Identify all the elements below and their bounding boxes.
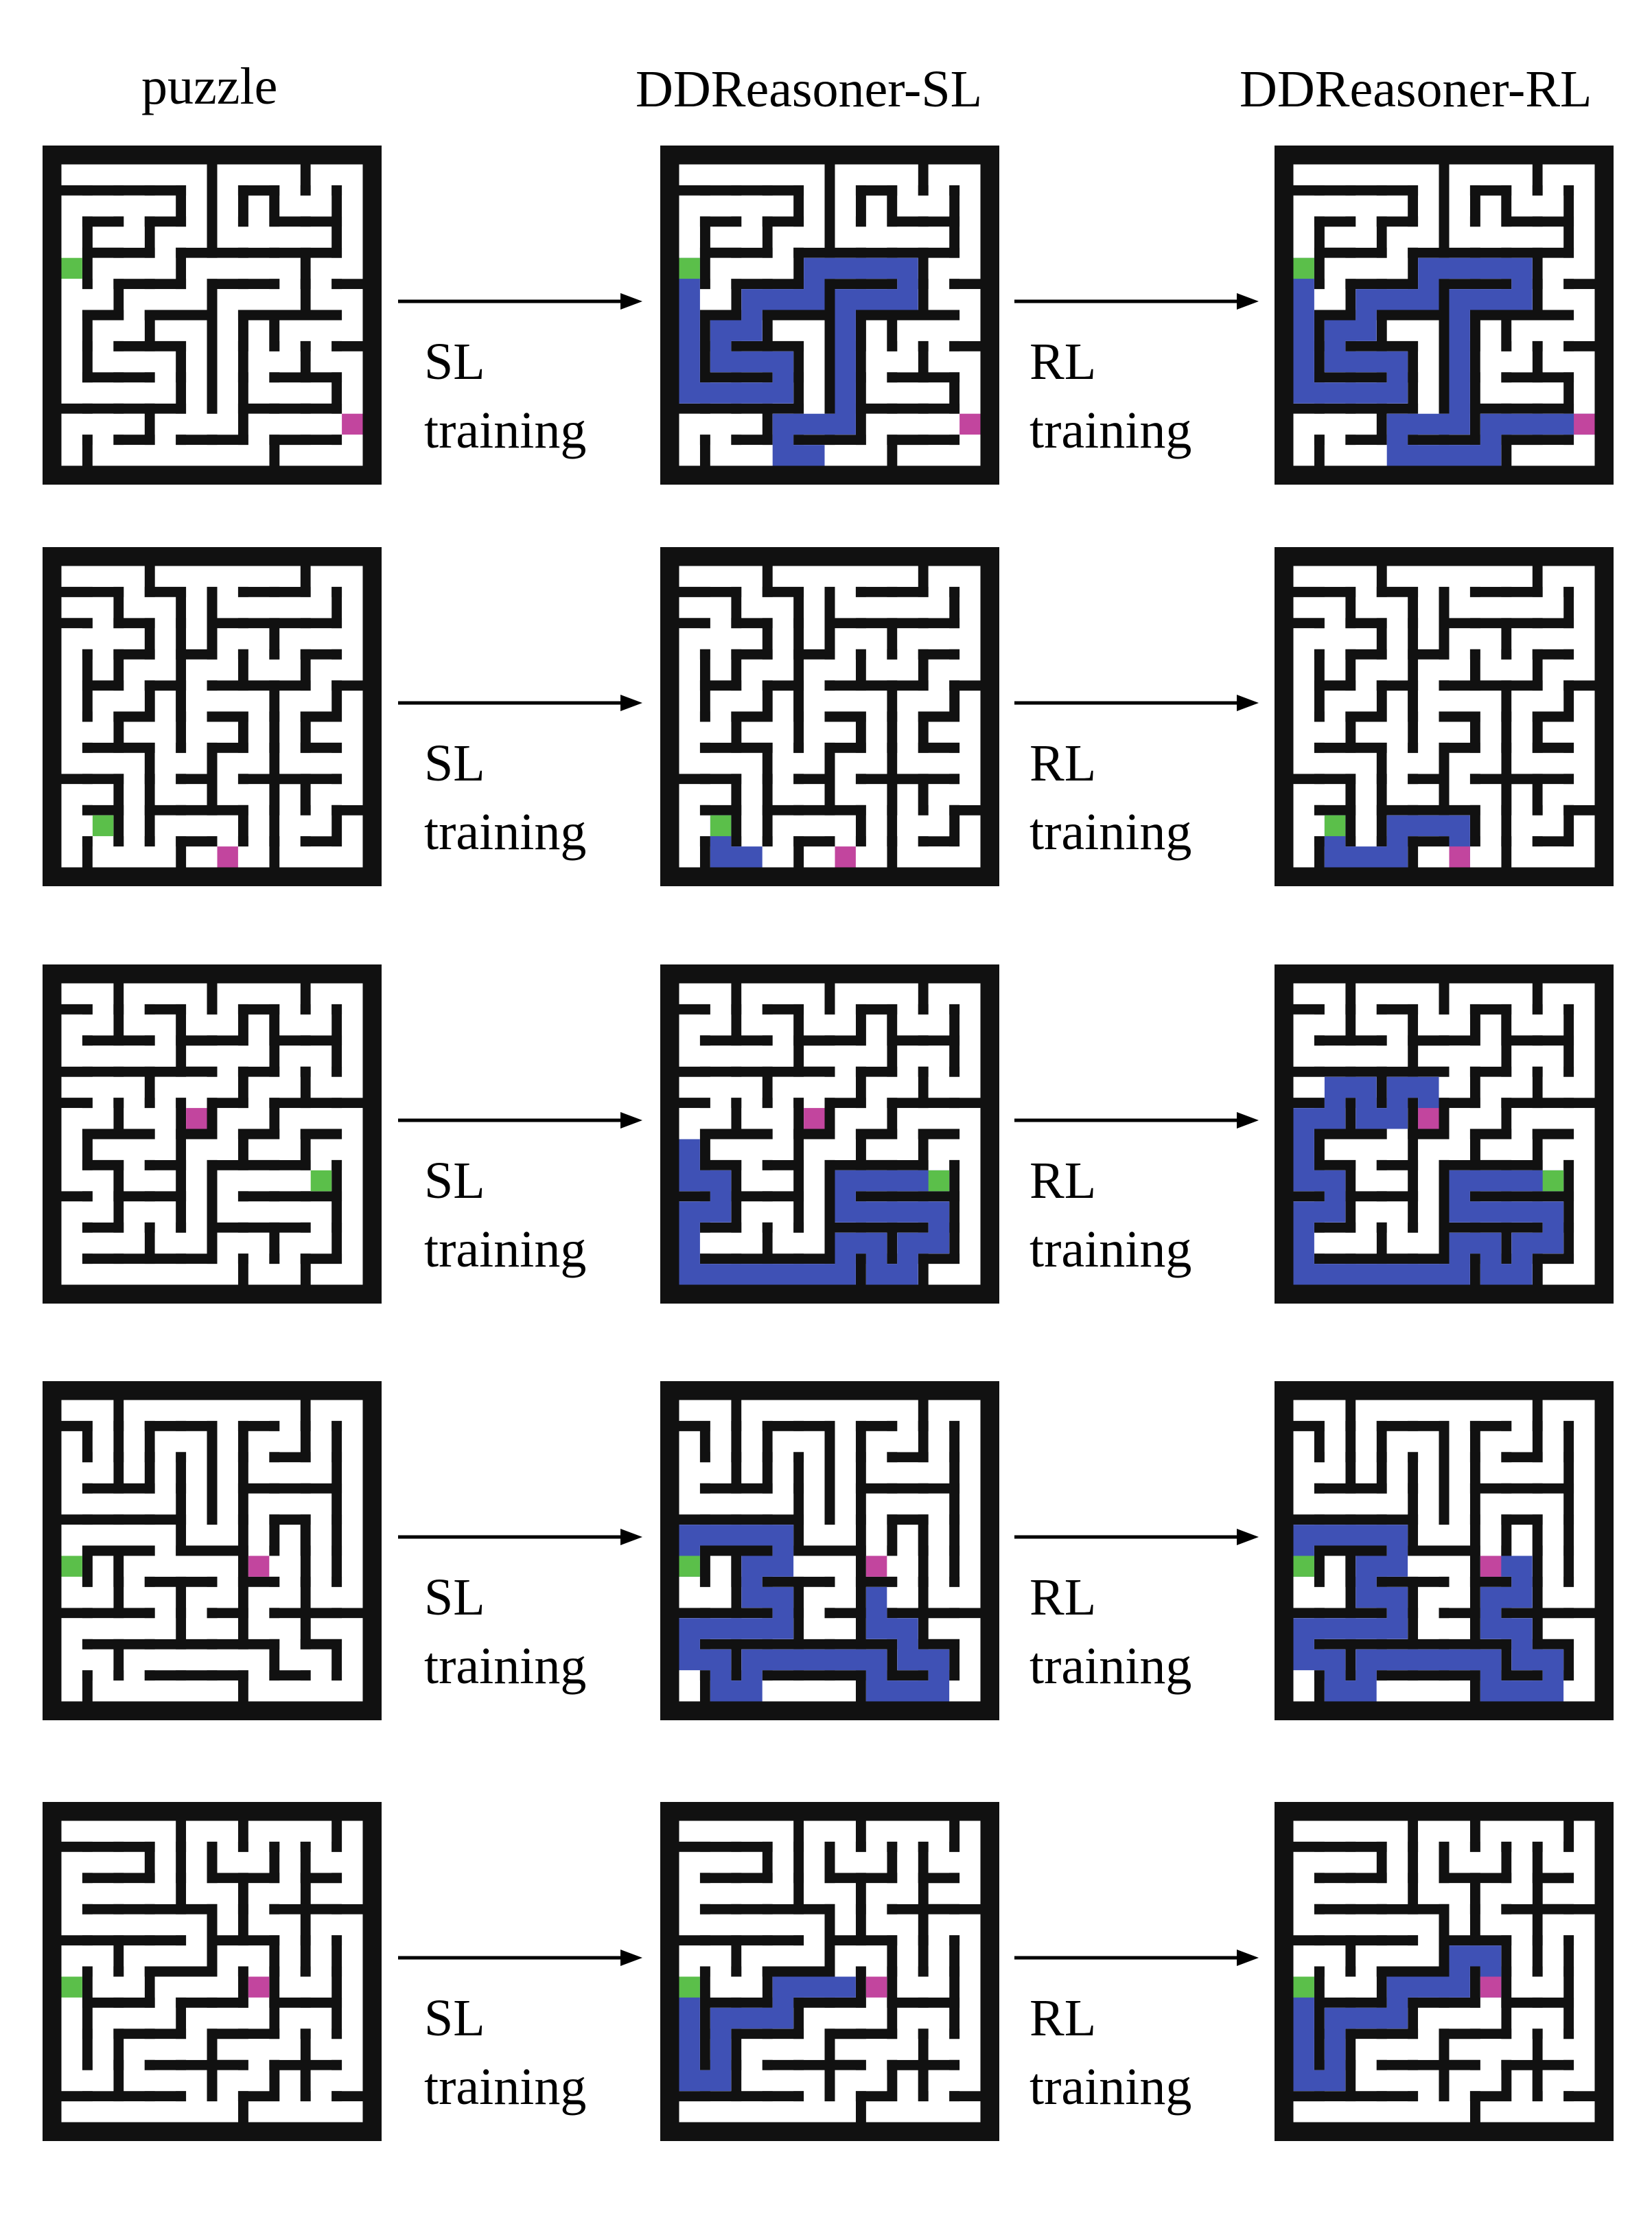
start-marker — [679, 257, 700, 279]
rl-training-label-row-5: RL training — [1029, 1984, 1191, 2121]
start-marker — [61, 257, 82, 279]
rl-training-label-row-2-line1: RL — [1029, 735, 1097, 792]
maze-rl-row-5 — [1275, 1802, 1614, 2141]
goal-marker — [1574, 413, 1595, 435]
goal-marker — [186, 1108, 207, 1129]
goal-marker — [248, 1976, 270, 1998]
start-marker — [679, 1556, 700, 1577]
sl-arrow-row-1 — [398, 293, 642, 310]
rl-training-label-row-5-line1: RL — [1029, 1989, 1097, 2047]
solution-path — [1293, 257, 1595, 466]
start-marker — [310, 1170, 332, 1192]
rl-arrow-row-3 — [1014, 1112, 1259, 1129]
sl-training-label-row-4-line1: SL — [424, 1569, 485, 1626]
maze-rl-row-3 — [1275, 964, 1614, 1304]
goal-marker — [217, 846, 238, 868]
solution-path — [679, 257, 918, 466]
maze-sl-row-5 — [660, 1802, 999, 2141]
rl-training-label-row-3-line1: RL — [1029, 1152, 1097, 1210]
rl-arrow-row-2 — [1014, 695, 1259, 711]
start-marker — [1324, 815, 1346, 837]
goal-marker — [1449, 846, 1470, 868]
goal-marker — [248, 1556, 270, 1577]
start-marker — [61, 1976, 82, 1998]
rl-training-label-row-5-line2: training — [1029, 2058, 1192, 2116]
sl-training-label-row-5-line2: training — [424, 2058, 587, 2116]
rl-training-label-row-3-line2: training — [1029, 1221, 1192, 1278]
sl-training-label-row-3-line2: training — [424, 1221, 587, 1278]
maze-puzzle-row-1 — [43, 146, 382, 485]
rl-training-label-row-1: RL training — [1029, 327, 1191, 465]
rl-arrow-row-1 — [1014, 293, 1259, 310]
maze-puzzle-row-4 — [43, 1381, 382, 1720]
sl-training-label-row-2-line1: SL — [424, 735, 485, 792]
start-marker — [61, 1556, 82, 1577]
sl-training-label-row-1: SL training — [424, 327, 586, 465]
sl-training-label-row-2-line2: training — [424, 803, 587, 861]
rl-training-label-row-3: RL training — [1029, 1146, 1191, 1284]
solution-path — [1293, 1076, 1564, 1285]
goal-marker — [1480, 1556, 1502, 1577]
rl-training-label-row-2-line2: training — [1029, 803, 1192, 861]
sl-training-label-row-1-line2: training — [424, 402, 587, 459]
solution-path — [679, 1976, 856, 2092]
start-marker — [1293, 257, 1314, 279]
sl-arrow-row-2 — [398, 695, 642, 711]
solution-path — [1293, 1945, 1502, 2092]
sl-training-label-row-5: SL training — [424, 1984, 586, 2121]
rl-training-label-row-1-line1: RL — [1029, 333, 1097, 391]
sl-training-label-row-2: SL training — [424, 729, 586, 866]
start-marker — [1542, 1170, 1564, 1192]
maze-puzzle-row-5 — [43, 1802, 382, 2141]
sl-training-label-row-5-line1: SL — [424, 1989, 485, 2047]
sl-arrow-row-3 — [398, 1112, 642, 1129]
goal-marker — [1418, 1108, 1439, 1129]
maze-rl-row-4 — [1275, 1381, 1614, 1720]
rl-arrow-row-4 — [1014, 1529, 1259, 1545]
goal-marker — [865, 1976, 887, 1998]
goal-marker — [1480, 1976, 1502, 1998]
sl-training-label-row-3-line1: SL — [424, 1152, 485, 1210]
start-marker — [928, 1170, 950, 1192]
start-marker — [710, 815, 732, 837]
start-marker — [679, 1976, 700, 1998]
maze-sl-row-1 — [660, 146, 999, 485]
goal-marker — [865, 1556, 887, 1577]
rl-training-label-row-1-line2: training — [1029, 402, 1192, 459]
sl-training-label-row-4: SL training — [424, 1563, 586, 1700]
column-title-ddreasoner-sl: DDReasoner-SL — [636, 60, 983, 118]
solution-path — [1324, 815, 1470, 868]
solution-path — [1293, 1525, 1564, 1702]
goal-marker — [804, 1108, 825, 1129]
maze-rl-row-2 — [1275, 547, 1614, 886]
start-marker — [92, 815, 114, 837]
maze-sl-row-3 — [660, 964, 999, 1304]
maze-puzzle-row-3 — [43, 964, 382, 1304]
column-title-ddreasoner-rl: DDReasoner-RL — [1240, 60, 1592, 118]
start-marker — [1293, 1556, 1314, 1577]
rl-training-label-row-4: RL training — [1029, 1563, 1191, 1700]
maze-puzzle-row-2 — [43, 547, 382, 886]
goal-marker — [342, 413, 363, 435]
goal-marker — [835, 846, 856, 868]
goal-marker — [959, 413, 981, 435]
maze-sl-row-2 — [660, 547, 999, 886]
sl-arrow-row-5 — [398, 1950, 642, 1966]
column-title-puzzle: puzzle — [141, 58, 278, 115]
maze-sl-row-4 — [660, 1381, 999, 1720]
start-marker — [1293, 1976, 1314, 1998]
sl-training-label-row-3: SL training — [424, 1146, 586, 1284]
solution-path — [679, 1139, 950, 1285]
sl-arrow-row-4 — [398, 1529, 642, 1545]
rl-training-label-row-4-line1: RL — [1029, 1569, 1097, 1626]
maze-rl-row-1 — [1275, 146, 1614, 485]
rl-training-label-row-2: RL training — [1029, 729, 1191, 866]
sl-training-label-row-4-line2: training — [424, 1637, 587, 1695]
solution-path — [679, 1525, 950, 1702]
sl-training-label-row-1-line1: SL — [424, 333, 485, 391]
rl-training-label-row-4-line2: training — [1029, 1637, 1192, 1695]
rl-arrow-row-5 — [1014, 1950, 1259, 1966]
